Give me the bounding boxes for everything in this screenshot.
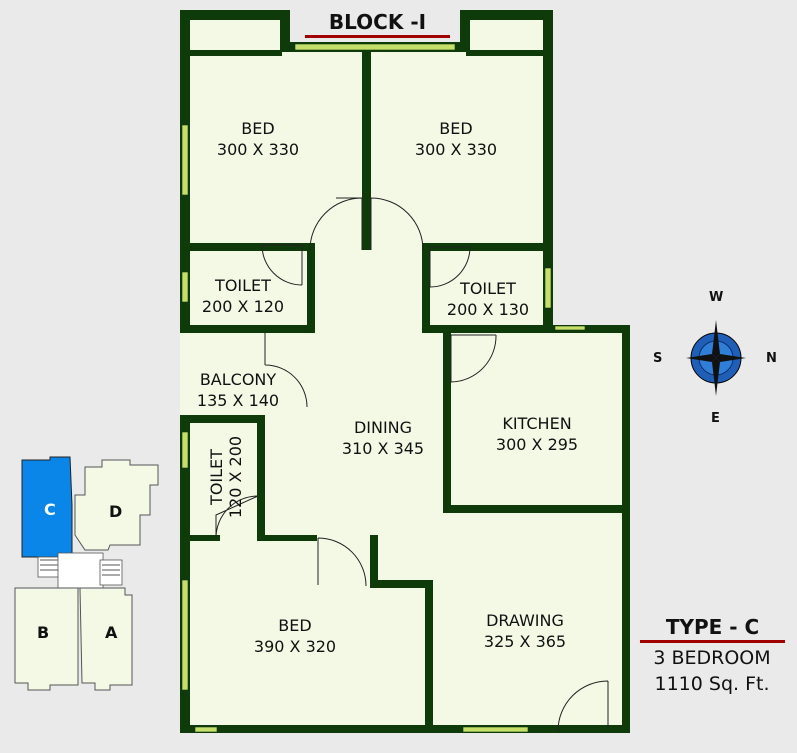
key-plan-a: A	[105, 623, 118, 642]
unit-type: TYPE - C	[665, 615, 760, 639]
unit-details: 3 BEDROOM 1110 Sq. Ft.	[632, 645, 792, 697]
compass-east: E	[711, 411, 720, 426]
unit-type-underline	[640, 640, 785, 643]
key-plan-c: C	[44, 500, 56, 519]
walls	[180, 10, 630, 733]
unit-area: 1110 Sq. Ft.	[654, 673, 770, 695]
doors	[215, 197, 609, 732]
block-title: BLOCK -I	[328, 10, 427, 34]
floor-area	[180, 10, 630, 733]
compass-south: S	[653, 351, 663, 366]
unit-bedrooms: 3 BEDROOM	[653, 647, 771, 669]
key-plan	[14, 456, 159, 691]
key-plan-b: B	[37, 623, 50, 642]
key-plan-d: D	[109, 502, 123, 521]
compass-icon	[686, 320, 746, 396]
compass-west: W	[709, 290, 724, 305]
block-title-underline	[305, 35, 450, 38]
windows	[181, 43, 586, 733]
compass-north: N	[766, 351, 777, 366]
